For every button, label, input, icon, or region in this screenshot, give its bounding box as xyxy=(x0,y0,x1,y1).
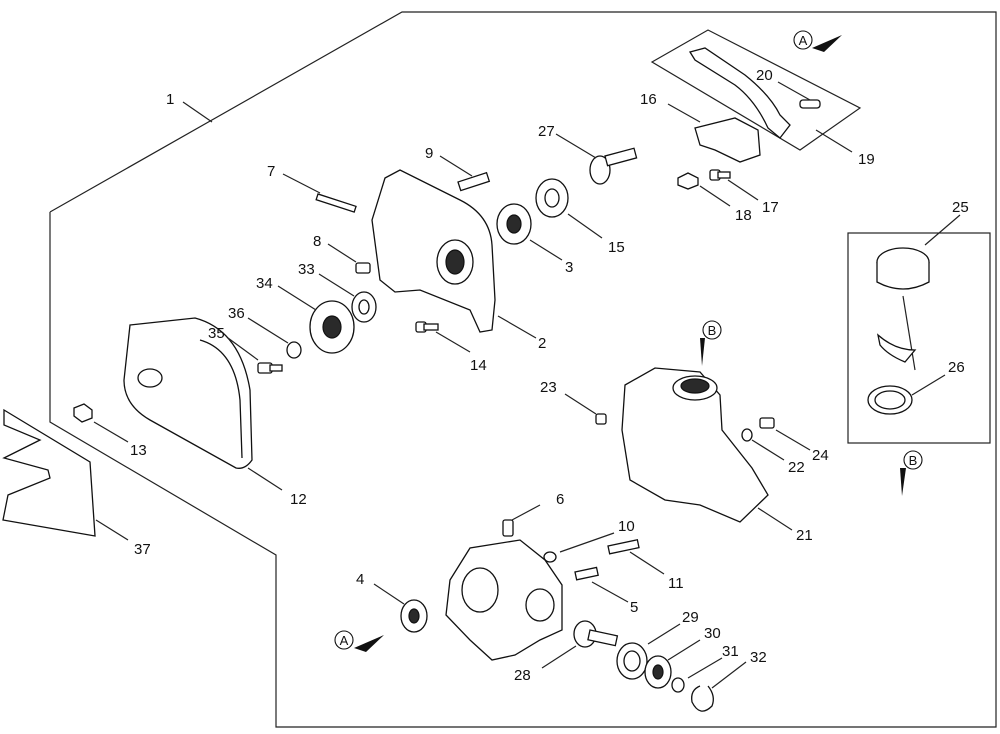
callout-19: 19 xyxy=(858,151,875,168)
ref-b-center: B xyxy=(700,320,722,366)
callout-25: 25 xyxy=(952,199,969,216)
callout-27: 27 xyxy=(538,123,555,140)
gasket-26 xyxy=(867,385,913,415)
grease-fitting-6 xyxy=(502,519,514,537)
ref-a-top: A xyxy=(793,30,842,52)
screw-23 xyxy=(595,413,607,425)
gear-case xyxy=(371,169,496,333)
callout-14: 14 xyxy=(470,357,487,374)
callout-37: 37 xyxy=(134,541,151,558)
sprocket-34 xyxy=(309,300,355,354)
callout-21: 21 xyxy=(796,527,813,544)
gear-housing-bore xyxy=(461,567,499,613)
svg-text:A: A xyxy=(340,633,349,648)
callout-24: 24 xyxy=(812,447,829,464)
shaft-28 xyxy=(573,620,619,648)
callout-7: 7 xyxy=(267,163,275,180)
callout-12: 12 xyxy=(290,491,307,508)
bearing-30 xyxy=(644,655,672,689)
cover-edge xyxy=(199,339,243,459)
throttle-lever xyxy=(688,47,791,139)
callout-35: 35 xyxy=(208,325,225,342)
callout-16: 16 xyxy=(640,91,657,108)
callout-labels: 1 2 3 4 5 6 7 8 9 10 11 12 13 14 15 16 1… xyxy=(130,67,969,684)
pin-8 xyxy=(355,262,371,274)
callout-30: 30 xyxy=(704,625,721,642)
bolt-11 xyxy=(607,538,640,555)
washer-33 xyxy=(351,291,377,323)
fuel-cap xyxy=(876,247,930,371)
callout-26: 26 xyxy=(948,359,965,376)
callout-22: 22 xyxy=(788,459,805,476)
circlip-32 xyxy=(691,685,714,712)
fuel-cap-box xyxy=(847,232,991,444)
fuel-tank xyxy=(621,367,769,523)
throttle-subframe xyxy=(650,29,862,151)
callout-8: 8 xyxy=(313,233,321,250)
chain-guard-plate xyxy=(2,408,96,537)
grommet-22 xyxy=(741,428,753,442)
callout-20: 20 xyxy=(756,67,773,84)
bearing-15 xyxy=(535,178,569,218)
cover-knob xyxy=(137,368,163,388)
callout-5: 5 xyxy=(630,599,638,616)
nut-18 xyxy=(677,172,699,190)
bearing-4 xyxy=(400,599,428,633)
leader-lines xyxy=(93,81,961,689)
callout-31: 31 xyxy=(722,643,739,660)
callout-28: 28 xyxy=(514,667,531,684)
switch-16 xyxy=(694,117,761,163)
callout-4: 4 xyxy=(356,571,364,588)
callout-3: 3 xyxy=(565,259,573,276)
pin-20 xyxy=(799,99,821,109)
callout-6: 6 xyxy=(556,491,564,508)
bearing-29 xyxy=(616,642,648,680)
bolt-7 xyxy=(315,193,357,213)
callout-11: 11 xyxy=(668,575,684,592)
ref-a-bottom: A xyxy=(334,630,384,652)
ring-31 xyxy=(671,677,685,693)
screw-5 xyxy=(574,566,599,581)
callout-2: 2 xyxy=(538,335,546,352)
gear-housing-boss xyxy=(525,588,555,622)
washer-10 xyxy=(543,551,557,563)
callout-10: 10 xyxy=(618,518,635,535)
callout-15: 15 xyxy=(608,239,625,256)
cover-nut xyxy=(73,403,93,423)
washer-36 xyxy=(286,341,302,359)
screw-24 xyxy=(759,417,775,429)
svg-text:B: B xyxy=(909,453,918,468)
callout-33: 33 xyxy=(298,261,315,278)
fuel-tank-neck xyxy=(672,375,718,401)
screw-17 xyxy=(709,169,731,181)
assembly-frame xyxy=(49,11,997,728)
callout-13: 13 xyxy=(130,442,147,459)
callout-23: 23 xyxy=(540,379,557,396)
bolt-35 xyxy=(257,362,283,374)
callout-32: 32 xyxy=(750,649,767,666)
callout-34: 34 xyxy=(256,275,273,292)
screw-14 xyxy=(415,321,439,333)
callout-36: 36 xyxy=(228,305,245,322)
svg-text:B: B xyxy=(708,323,717,338)
shaft-27 xyxy=(589,147,638,185)
callout-1: 1 xyxy=(166,91,174,108)
gear-case-bore-inner xyxy=(445,249,465,275)
callout-29: 29 xyxy=(682,609,699,626)
ref-b-right: B xyxy=(900,450,923,496)
svg-text:A: A xyxy=(799,33,808,48)
callout-18: 18 xyxy=(735,207,752,224)
bolt-9 xyxy=(457,171,491,192)
bearing-3 xyxy=(496,203,532,245)
callout-9: 9 xyxy=(425,145,433,162)
callout-17: 17 xyxy=(762,199,779,216)
